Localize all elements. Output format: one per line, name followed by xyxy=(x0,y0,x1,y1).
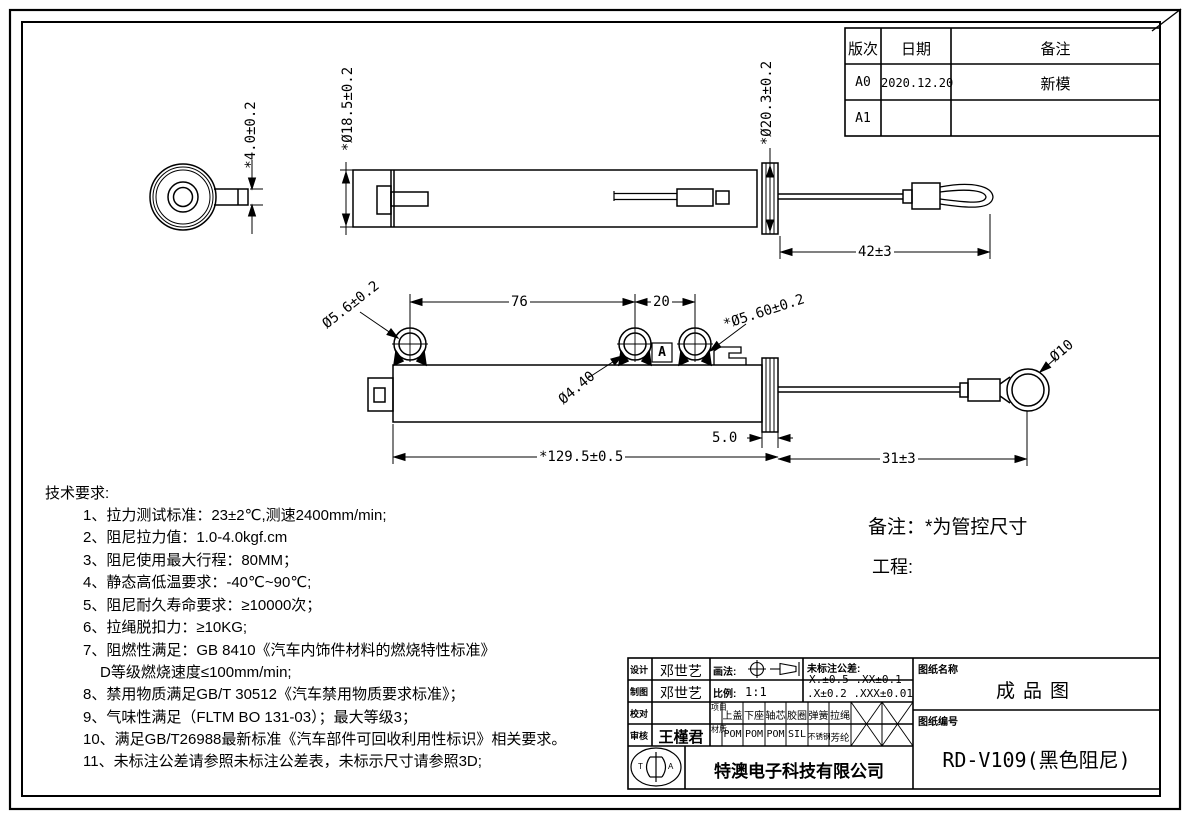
tech-line: 4、静态高低温要求：-40℃~90℃; xyxy=(83,574,312,591)
part-name: 上盖 xyxy=(722,711,743,722)
remark-note: 备注：*为管控尺寸 xyxy=(868,517,1028,538)
dim-flange-diameter: *Ø20.3±0.2 xyxy=(759,60,775,146)
part-name: 轴芯 xyxy=(765,711,786,722)
drawing-number-value: RD-V109(黑色阻尼) xyxy=(942,748,1131,772)
part-material: POM xyxy=(744,729,764,740)
project-note: 工程: xyxy=(872,557,914,577)
part-material: POM xyxy=(766,729,785,740)
tech-line: 10、满足GB/T26988最新标准《汽车部件可回收利用性标识》相关要求。 xyxy=(83,731,567,748)
tech-requirements-title: 技术要求: xyxy=(45,485,110,502)
part-material: 芳纶 xyxy=(830,733,850,744)
end-view xyxy=(149,163,249,231)
scale-value: 1:1 xyxy=(745,685,767,699)
company-name: 特澳电子科技有限公司 xyxy=(714,762,884,781)
tech-line: D等级燃烧速度≤100mm/min; xyxy=(100,664,292,681)
revision-col-date: 日期 xyxy=(900,41,931,58)
tech-line: 3、阻尼使用最大行程：80MM； xyxy=(83,552,299,569)
tolerance-title: 未标注公差: xyxy=(807,664,861,675)
tech-line: 11、未标注公差请参照未标注公差表，未标示尺寸请参照3D; xyxy=(83,753,482,770)
tolerance-line-1: X.±0.5 .XX±0.1 xyxy=(809,673,902,686)
part-name: 弹簧 xyxy=(808,711,829,722)
parts-row-label: 项目 xyxy=(711,703,727,712)
end-view-dims xyxy=(248,160,263,234)
part-name: 胶圈 xyxy=(787,711,807,722)
revision-row-date: 2020.12.20 xyxy=(881,76,954,90)
tech-line: 8、禁用物质满足GB/T 30512《汽车禁用物质要求标准》； xyxy=(83,686,465,703)
tech-line: 7、阻燃性满足：GB 8410《汽车内饰件材料的燃烧特性标准》 xyxy=(83,642,496,659)
tech-line: 5、阻尼耐久寿命要求：≥10000次； xyxy=(83,597,322,614)
part-material: SIL xyxy=(787,729,807,740)
title-block-grid xyxy=(627,657,1161,790)
revision-row-note: 新模 xyxy=(1040,76,1071,93)
tech-line: 2、阻尼拉力值：1.0-4.0kgf.cm xyxy=(83,529,288,546)
dim-clip-pitch-20: 20 xyxy=(651,294,672,310)
company-logo-icon xyxy=(630,747,682,787)
revision-col-note: 备注 xyxy=(1040,41,1071,58)
drawing-number-label: 图纸编号 xyxy=(918,717,958,728)
top-view-dims xyxy=(340,148,991,259)
scale-label: 比例: xyxy=(713,689,737,700)
auditor-label: 审核 xyxy=(630,731,649,741)
drafter-name: 邓世艺 xyxy=(660,685,702,701)
inner-border xyxy=(21,21,1161,797)
drawing-name-value: 成品图 xyxy=(995,681,1077,702)
projection-symbol-icon xyxy=(748,660,800,678)
part-material: 不锈钢 xyxy=(808,732,831,741)
auditor-name: 王槿君 xyxy=(658,729,704,746)
part-name: 拉绳 xyxy=(830,711,850,722)
material-row-label: 材质 xyxy=(711,725,727,734)
part-material: POM xyxy=(723,729,742,740)
dim-body-diameter: *Ø18.5±0.2 xyxy=(340,66,356,152)
side-view-dims xyxy=(359,294,1057,466)
drafter-label: 制图 xyxy=(630,687,649,697)
drawing-name-label: 图纸名称 xyxy=(918,665,958,676)
projection-label: 画法: xyxy=(713,667,737,678)
dim-clip-pitch-76: 76 xyxy=(509,294,530,310)
logo-letter-t: T xyxy=(638,762,643,771)
revision-row-rev: A0 xyxy=(855,75,871,90)
designer-name: 邓世艺 xyxy=(660,663,702,679)
revision-table-grid xyxy=(844,27,1161,137)
tech-line: 9、气味性满足（FLTM BO 131-03）；最大等级3； xyxy=(83,709,417,726)
checker-label: 校对 xyxy=(630,709,649,719)
revision-col-rev: 版次 xyxy=(847,41,878,58)
revision-row-rev: A1 xyxy=(855,111,871,126)
dim-tab-width: *4.0±0.2 xyxy=(243,101,259,169)
logo-letter-a: A xyxy=(668,762,674,771)
top-view xyxy=(352,162,994,235)
tech-line: 6、拉绳脱扣力：≥10KG; xyxy=(83,619,248,636)
dim-body-length: *129.5±0.5 xyxy=(537,449,626,465)
outer-border xyxy=(8,8,1182,811)
part-name: 下座 xyxy=(744,711,764,722)
side-view xyxy=(367,326,1050,433)
dim-flange-gap: 5.0 xyxy=(712,430,738,446)
designer-label: 设计 xyxy=(630,665,649,675)
tolerance-line-2: .X±0.2 .XXX±0.01 xyxy=(807,687,913,700)
tech-line: 1、拉力测试标准：23±2℃,测速2400mm/min; xyxy=(83,507,387,524)
dim-rope-length-top: 42±3 xyxy=(856,244,894,260)
dim-rope-length-side: 31±3 xyxy=(880,451,918,467)
detail-marker-a: A xyxy=(658,345,666,360)
